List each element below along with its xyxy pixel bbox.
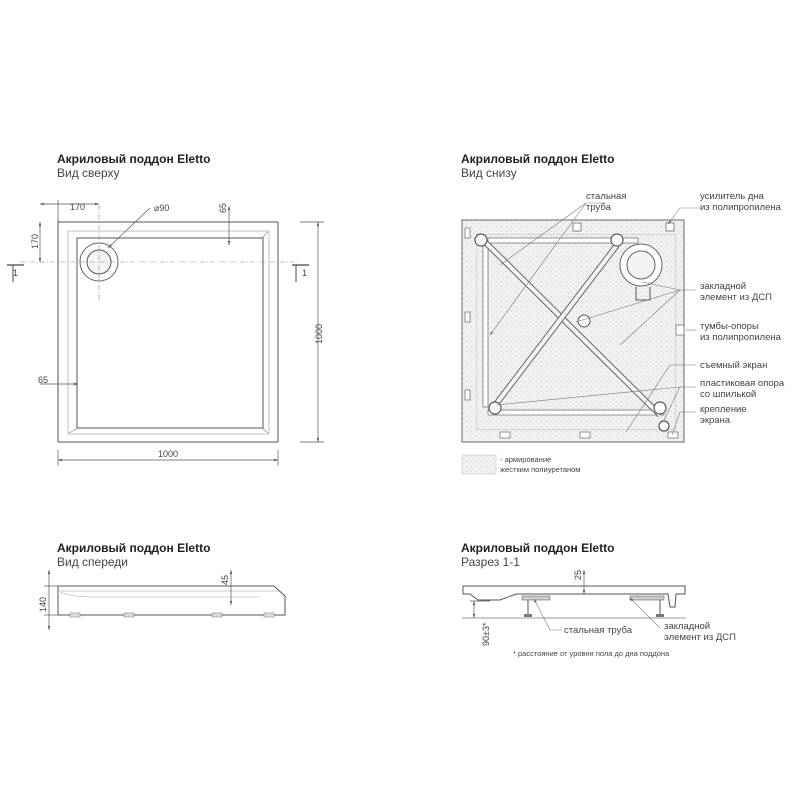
svg-text:труба: труба <box>586 202 612 213</box>
label-plastic-support: пластиковая опора <box>700 378 785 389</box>
top-view-drawing: 170 ⌀90 65 170 65 1000 1000 1 1 <box>7 200 324 466</box>
front-view-title: Акриловый поддон Eletto <box>57 541 211 555</box>
bottom-view-subtitle: Вид снизу <box>461 166 517 180</box>
tray-section-profile <box>462 585 686 608</box>
bottom-view-title: Акриловый поддон Eletto <box>461 152 615 166</box>
top-view-subtitle: Вид сверху <box>57 166 120 180</box>
tray-outline <box>57 221 279 443</box>
label-steel-pipe: стальная <box>586 191 626 202</box>
support-foot <box>488 401 502 415</box>
dim-rim-top: 65 <box>218 203 228 213</box>
label-screen: съемный экран <box>700 360 767 371</box>
svg-text:из полипропилена: из полипропилена <box>700 202 782 213</box>
front-dim-height: 140 <box>38 597 48 612</box>
bottom-view-drawing: стальная труба усилитель дна из полипроп… <box>461 191 785 475</box>
front-dim-depth: 45 <box>220 575 230 585</box>
section-view-subtitle: Разрез 1-1 <box>461 555 520 569</box>
legend-swatch <box>461 454 497 475</box>
section-mark-right: 1 <box>302 268 307 278</box>
top-view-title: Акриловый поддон Eletto <box>57 152 211 166</box>
svg-text:элемент из ДСП: элемент из ДСП <box>664 632 736 643</box>
frame-pipe-top <box>487 237 639 244</box>
legend-text: - армирование <box>500 455 551 464</box>
tray-front-profile <box>57 585 286 616</box>
support-foot <box>653 401 667 415</box>
front-view-drawing: 140 45 <box>38 570 286 630</box>
section-insert <box>629 595 665 601</box>
dim-drain-diameter: ⌀90 <box>154 203 169 213</box>
svg-text:из полипропилена: из полипропилена <box>700 332 782 343</box>
support-foot <box>610 233 624 247</box>
dim-offset-y: 170 <box>30 234 40 249</box>
dim-width: 1000 <box>158 449 178 459</box>
dim-rim-side: 65 <box>38 375 48 385</box>
tray-rim <box>67 230 270 435</box>
svg-text:со шпилькой: со шпилькой <box>700 389 756 400</box>
label-support: тумбы-опоры <box>700 321 759 332</box>
section-view-drawing: 90±3* 25 стальная труба закладной элемен… <box>462 570 736 658</box>
section-mark-left: 1 <box>13 268 18 278</box>
section-dim-floor: 90±3* <box>481 622 491 646</box>
section-view-title: Акриловый поддон Eletto <box>461 541 615 555</box>
svg-text:жестким полиуретаном: жестким полиуретаном <box>500 465 580 474</box>
svg-text:экрана: экрана <box>700 415 731 426</box>
frame-pipe-left <box>482 244 489 408</box>
tray-bowl <box>76 237 264 429</box>
front-view-subtitle: Вид спереди <box>57 555 129 569</box>
label-screen-mount: крепление <box>700 404 747 415</box>
section-label-insert: закладной <box>664 621 710 632</box>
label-insert: закладной <box>700 281 746 292</box>
section-label-pipe: стальная труба <box>564 625 633 636</box>
section-steel-pipe <box>521 595 551 601</box>
center-support <box>577 314 591 328</box>
section-footnote: * расстояние от уровня пола до дна поддо… <box>513 649 670 658</box>
dim-offset-x: 170 <box>70 202 85 212</box>
support-foot <box>474 233 488 247</box>
section-dim-rim: 25 <box>573 570 583 580</box>
dim-height: 1000 <box>314 324 324 344</box>
label-reinforcer: усилитель дна <box>700 191 765 202</box>
svg-text:элемент из ДСП: элемент из ДСП <box>700 292 772 303</box>
support-foot <box>658 420 670 432</box>
